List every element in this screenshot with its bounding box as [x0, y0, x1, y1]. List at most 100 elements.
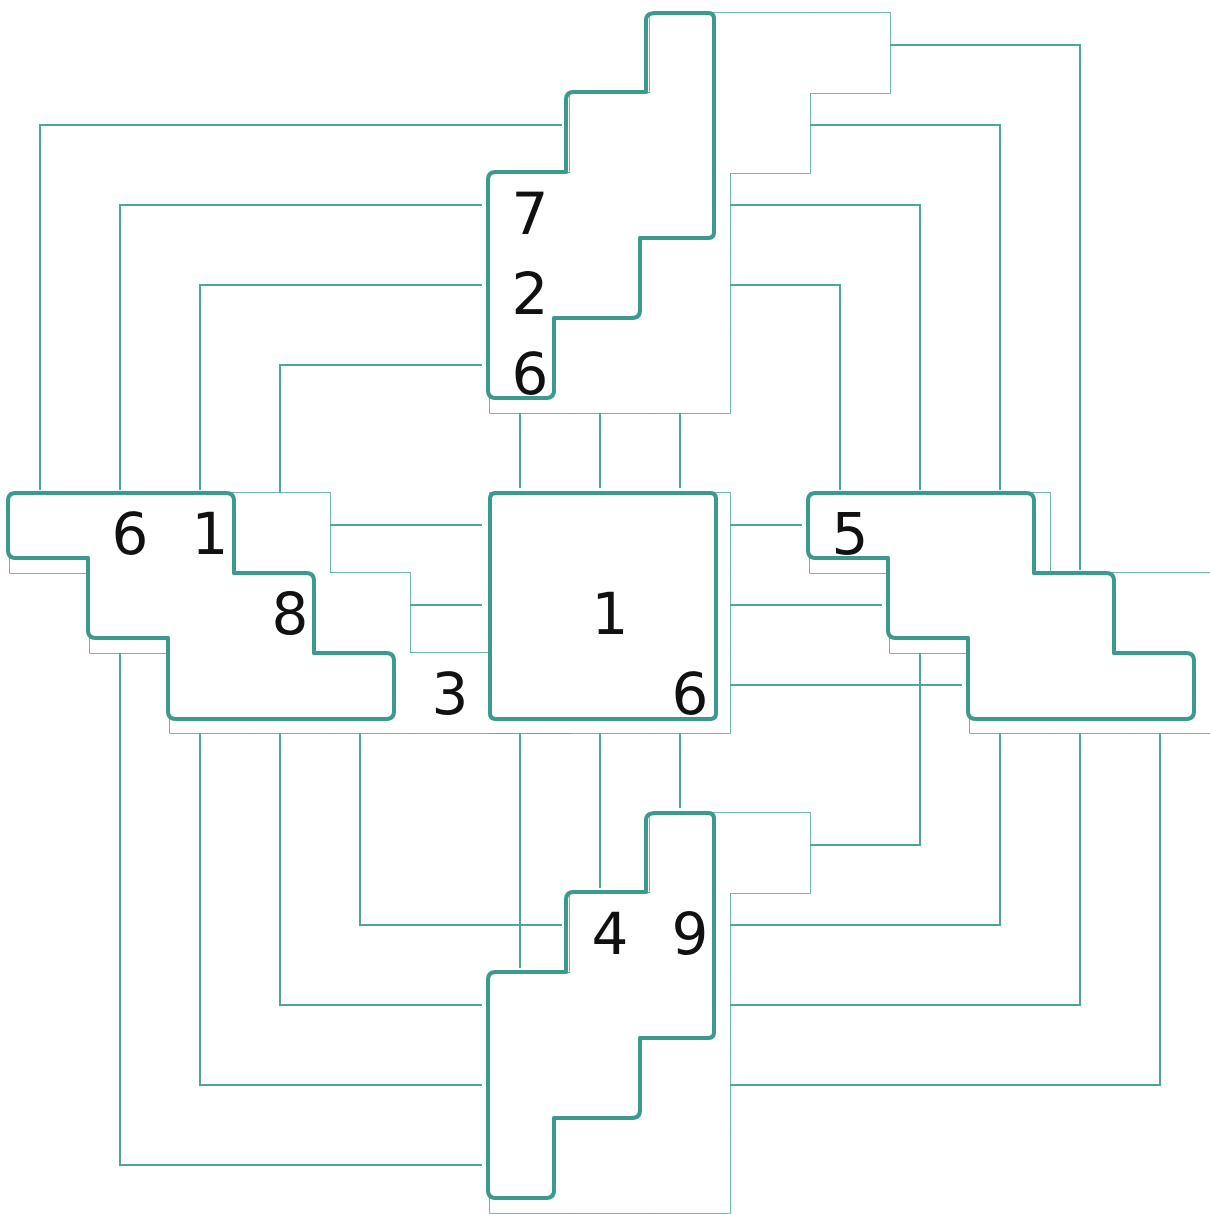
- puzzle-cell[interactable]: [1130, 573, 1210, 653]
- cell-background: [490, 1133, 570, 1213]
- cell-background: [490, 173, 570, 253]
- puzzle-cell[interactable]: [650, 1053, 730, 1133]
- connector-line: [39, 124, 562, 490]
- cell-background: [730, 813, 810, 893]
- cell-background: [890, 573, 970, 653]
- given-digit: 6: [112, 500, 149, 568]
- cell-background: [970, 573, 1050, 653]
- given-digit: 8: [272, 580, 309, 648]
- cell-background: [890, 493, 970, 573]
- puzzle-cell[interactable]: 1: [570, 573, 650, 653]
- puzzle-cell[interactable]: 6: [490, 333, 570, 413]
- cell-background: [170, 493, 250, 573]
- puzzle-cell[interactable]: [170, 573, 250, 653]
- connector-line: [119, 204, 482, 490]
- puzzle-cell[interactable]: [650, 1133, 730, 1213]
- puzzle-cell[interactable]: [650, 973, 730, 1053]
- puzzle-cell[interactable]: [250, 493, 330, 573]
- puzzle-cell[interactable]: [490, 1053, 570, 1133]
- puzzle-cell[interactable]: 9: [650, 893, 730, 973]
- puzzle-cell[interactable]: [1050, 573, 1130, 653]
- block-outline-right: [806, 491, 1196, 721]
- puzzle-cell[interactable]: 3: [410, 653, 490, 733]
- puzzle-cell[interactable]: [490, 493, 570, 573]
- cell-background: [650, 253, 730, 333]
- cell-background: [970, 493, 1050, 573]
- puzzle-cell[interactable]: [890, 493, 970, 573]
- puzzle-cell[interactable]: [490, 1133, 570, 1213]
- puzzle-cell[interactable]: [730, 13, 810, 93]
- cell-background: [570, 973, 650, 1053]
- cell-background: [650, 813, 730, 893]
- puzzle-cell[interactable]: 2: [490, 253, 570, 333]
- cell-background: [330, 573, 410, 653]
- connector-line: [720, 204, 921, 490]
- cell-background: [570, 1133, 650, 1213]
- given-digit: 2: [512, 260, 549, 328]
- puzzle-cell[interactable]: 8: [250, 573, 330, 653]
- puzzle-cell[interactable]: [650, 173, 730, 253]
- puzzle-cell[interactable]: 6: [90, 493, 170, 573]
- given-digit: 6: [672, 660, 709, 728]
- puzzle-cell[interactable]: [570, 173, 650, 253]
- cell-background: [730, 13, 810, 93]
- puzzle-cell[interactable]: [810, 13, 890, 93]
- cell-background: [490, 573, 570, 653]
- cell-background: [650, 973, 730, 1053]
- puzzle-cell[interactable]: [10, 493, 90, 573]
- given-digit: 4: [592, 900, 629, 968]
- given-digit: 9: [672, 900, 709, 968]
- connector-line: [720, 722, 1081, 1006]
- puzzle-cell[interactable]: [570, 333, 650, 413]
- puzzle-cell[interactable]: [730, 93, 810, 173]
- puzzle-cell[interactable]: [730, 813, 810, 893]
- puzzle-cell[interactable]: [970, 573, 1050, 653]
- block-outline-top: [486, 11, 716, 400]
- cell-background: [490, 973, 570, 1053]
- given-digit: 1: [592, 580, 629, 648]
- cell-background: [90, 573, 170, 653]
- puzzle-cell[interactable]: [650, 93, 730, 173]
- puzzle-cell[interactable]: [650, 253, 730, 333]
- cell-background: [570, 493, 650, 573]
- puzzle-cell[interactable]: [970, 493, 1050, 573]
- cell-background: [650, 13, 730, 93]
- puzzle-cell[interactable]: 4: [570, 893, 650, 973]
- cell-background: [650, 893, 730, 973]
- puzzle-cell[interactable]: [650, 333, 730, 413]
- puzzle-cell[interactable]: [570, 493, 650, 573]
- cell-background: [650, 173, 730, 253]
- connector-line: [119, 642, 482, 1166]
- block-outline-bottom: [486, 811, 716, 1200]
- puzzle-cell[interactable]: [490, 973, 570, 1053]
- cell-background: [650, 1133, 730, 1213]
- puzzle-cell[interactable]: 5: [810, 493, 890, 573]
- puzzle-cell[interactable]: 1: [170, 493, 250, 573]
- puzzle-cell[interactable]: [570, 1133, 650, 1213]
- cell-layer: 1672661835949: [10, 13, 1210, 1213]
- cell-background: [490, 1053, 570, 1133]
- puzzle-cell[interactable]: [570, 93, 650, 173]
- given-digit: 7: [512, 180, 549, 248]
- cell-background: [410, 653, 490, 733]
- cell-background: [90, 493, 170, 573]
- cell-background: [570, 93, 650, 173]
- puzzle-cell[interactable]: [570, 973, 650, 1053]
- connector-line: [640, 722, 1161, 1086]
- connector-line: [720, 124, 1001, 490]
- cell-background: [170, 573, 250, 653]
- puzzle-cell[interactable]: [490, 573, 570, 653]
- cell-background: [650, 93, 730, 173]
- puzzle-cell[interactable]: [330, 573, 410, 653]
- puzzle-cell[interactable]: [650, 13, 730, 93]
- puzzle-cell[interactable]: 7: [490, 173, 570, 253]
- cell-background: [10, 493, 90, 573]
- cell-background: [570, 573, 650, 653]
- given-digit: 1: [192, 500, 229, 568]
- puzzle-cell[interactable]: [890, 573, 970, 653]
- puzzle-cell[interactable]: [650, 813, 730, 893]
- puzzle-cell[interactable]: [90, 573, 170, 653]
- block-outline-left: [6, 491, 396, 721]
- cell-background: [570, 893, 650, 973]
